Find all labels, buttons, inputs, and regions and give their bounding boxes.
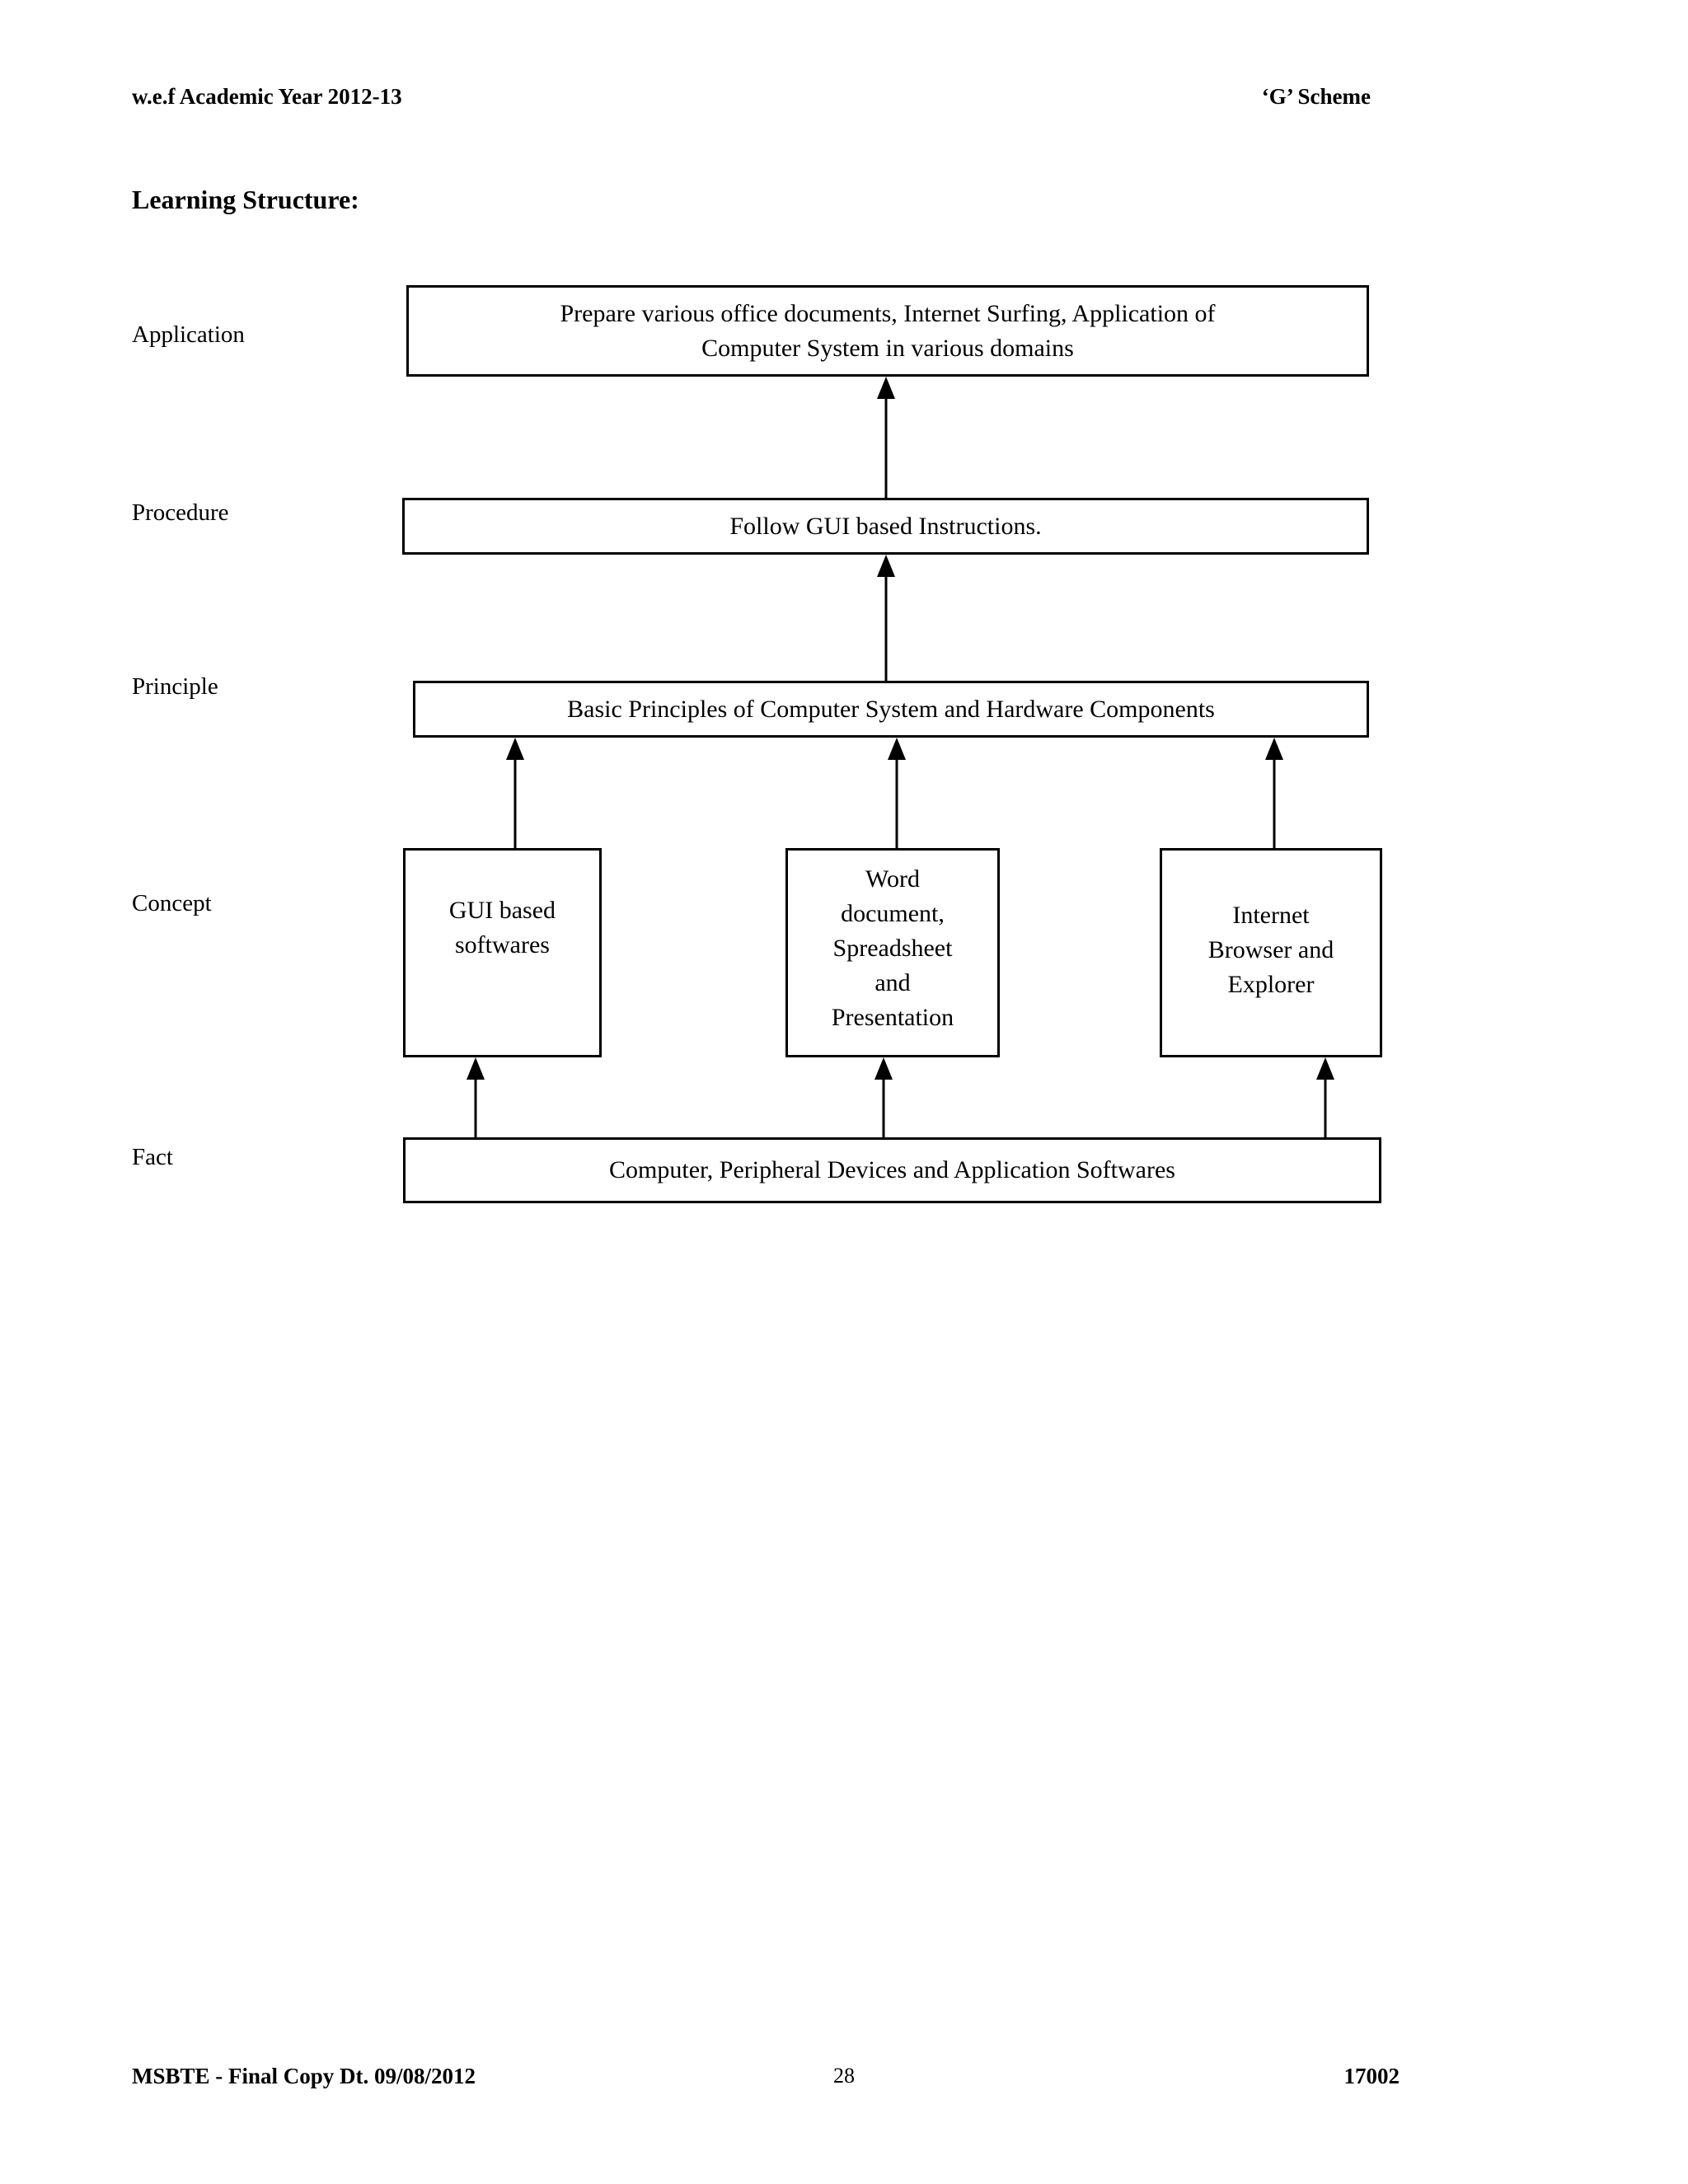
arrow-fact-to-gui-icon <box>466 1057 485 1137</box>
concept-internet-box: Internet Browser and Explorer <box>1160 848 1382 1057</box>
header-right: ‘G’ Scheme <box>1261 84 1371 109</box>
footer-page-number: 28 <box>833 2064 855 2088</box>
header-left: w.e.f Academic Year 2012-13 <box>132 84 402 109</box>
page-title: Learning Structure: <box>132 185 359 214</box>
arrow-principle-to-procedure-icon <box>876 555 896 681</box>
row-label-principle: Principle <box>132 673 218 700</box>
application-box: Prepare various office documents, Intern… <box>406 285 1369 377</box>
arrow-gui-to-principle-icon <box>505 738 525 848</box>
arrow-word-to-principle-icon <box>887 738 907 848</box>
row-label-fact: Fact <box>132 1144 173 1170</box>
concept-gui-box: GUI based softwares <box>403 848 602 1057</box>
principle-box: Basic Principles of Computer System and … <box>413 681 1369 738</box>
arrow-fact-to-word-icon <box>874 1057 893 1137</box>
concept-word-box: Word document, Spreadsheet and Presentat… <box>785 848 1000 1057</box>
row-label-procedure: Procedure <box>132 499 229 526</box>
footer-left: MSBTE - Final Copy Dt. 09/08/2012 <box>132 2064 476 2088</box>
row-label-concept: Concept <box>132 890 212 916</box>
arrow-fact-to-internet-icon <box>1315 1057 1335 1137</box>
row-label-application: Application <box>132 321 245 348</box>
procedure-box: Follow GUI based Instructions. <box>402 498 1369 555</box>
fact-box: Computer, Peripheral Devices and Applica… <box>403 1137 1381 1203</box>
arrow-procedure-to-application-icon <box>876 377 896 498</box>
arrow-internet-to-principle-icon <box>1264 738 1284 848</box>
footer-right: 17002 <box>1343 2064 1400 2088</box>
